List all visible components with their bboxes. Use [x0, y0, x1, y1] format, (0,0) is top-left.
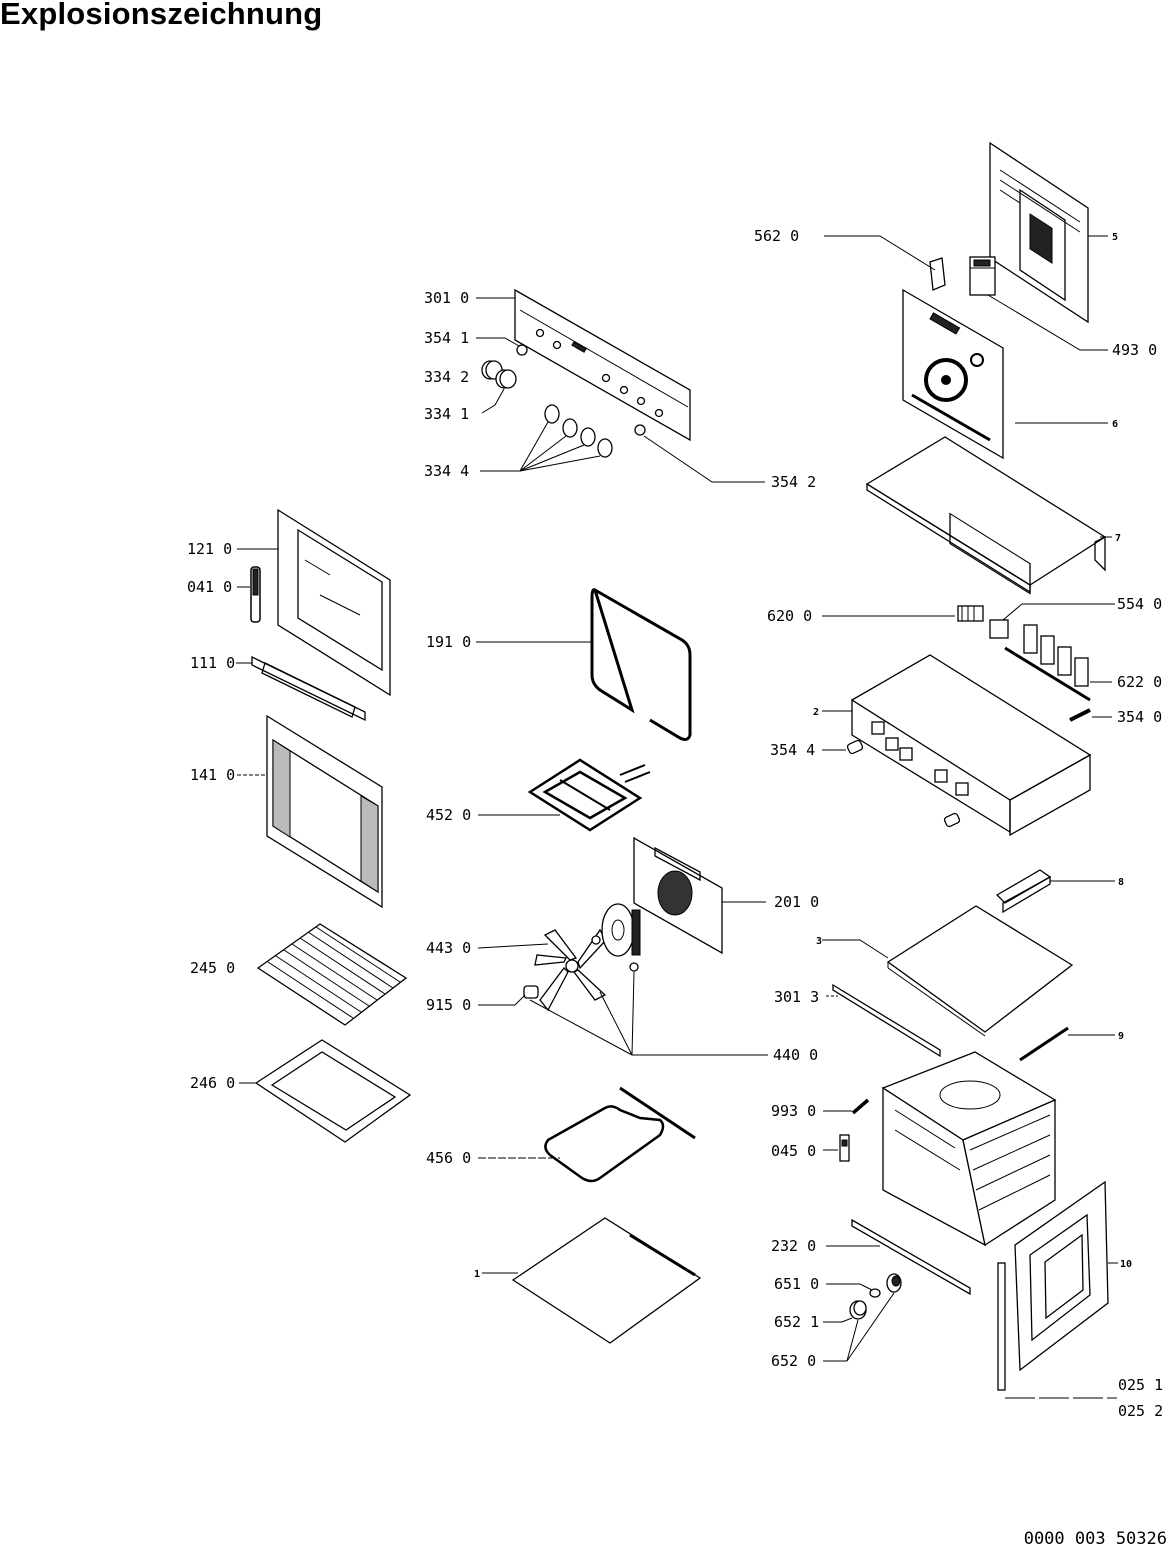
- callout-354-4: 354 4: [770, 741, 815, 759]
- callout-354-0: 354 0: [1117, 708, 1162, 726]
- callout-141-0: 141 0: [190, 766, 235, 784]
- callout-354-2: 354 2: [771, 473, 816, 491]
- part-lamp-cover-652-1: [849, 1300, 867, 1320]
- part-baking-tray: [254, 1039, 412, 1143]
- callout-493-0: 493 0: [1112, 341, 1157, 359]
- part-switch-620: [957, 605, 984, 622]
- part-front-rail: [851, 1218, 971, 1296]
- callout-232-0: 232 0: [771, 1237, 816, 1255]
- callout-554-0: 554 0: [1117, 595, 1162, 613]
- callout-456-0: 456 0: [426, 1149, 471, 1167]
- callout-6: 6: [1112, 419, 1118, 430]
- part-knobs-334-4: [544, 404, 613, 458]
- callout-334-1: 334 1: [424, 405, 469, 423]
- callout-191-0: 191 0: [426, 633, 471, 651]
- part-side-panel: [1014, 1180, 1109, 1372]
- part-screw-993: [851, 1098, 870, 1115]
- callout-652-1: 652 1: [774, 1313, 819, 1331]
- part-door-frame: [277, 508, 391, 697]
- callout-1: 1: [474, 1269, 480, 1280]
- part-fan-cover: [633, 836, 723, 955]
- part-top-cover: [865, 436, 1107, 595]
- part-back-plate: [902, 288, 1004, 460]
- callout-045-0: 045 0: [771, 1142, 816, 1160]
- part-rail-8: [995, 869, 1052, 914]
- part-lamp-651: [869, 1288, 881, 1298]
- callout-121-0: 121 0: [187, 540, 232, 558]
- callout-651-0: 651 0: [774, 1275, 819, 1293]
- part-screw-354-4: [846, 739, 961, 828]
- part-door-glass: [266, 714, 383, 909]
- callout-334-4: 334 4: [424, 462, 469, 480]
- callout-301-3: 301 3: [774, 988, 819, 1006]
- callout-246-0: 246 0: [190, 1074, 235, 1092]
- part-rail-301-3: [832, 983, 941, 1058]
- callout-111-0: 111 0: [190, 654, 235, 672]
- callout-5: 5: [1112, 232, 1118, 243]
- callout-10: 10: [1120, 1259, 1132, 1270]
- callout-452-0: 452 0: [426, 806, 471, 824]
- part-lamp-354-2: [634, 424, 646, 436]
- part-motor-493: [969, 256, 996, 296]
- callout-443-0: 443 0: [426, 939, 471, 957]
- callout-915-0: 915 0: [426, 996, 471, 1014]
- callout-2: 2: [813, 707, 819, 718]
- part-lamp-354-1: [516, 344, 528, 356]
- callout-620-0: 620 0: [767, 607, 812, 625]
- part-rear-cover: [989, 141, 1089, 324]
- part-hinge-rail: [997, 1262, 1006, 1391]
- part-plate-3: [886, 905, 1074, 1037]
- part-nut-915: [523, 985, 539, 999]
- part-fan-motor: [591, 903, 641, 972]
- callout-025-2: 025 2: [1118, 1402, 1163, 1420]
- callout-245-0: 245 0: [190, 959, 235, 977]
- callout-201-0: 201 0: [774, 893, 819, 911]
- callout-334-2: 334 2: [424, 368, 469, 386]
- part-control-panel: [514, 288, 691, 442]
- part-door-seal: [590, 588, 692, 741]
- part-wire-rack: [256, 923, 408, 1026]
- document-number: 0000 003 50326: [1023, 1529, 1167, 1549]
- callout-993-0: 993 0: [771, 1102, 816, 1120]
- part-handle-111: [251, 655, 366, 722]
- callout-652-0: 652 0: [771, 1352, 816, 1370]
- callout-041-0: 041 0: [187, 578, 232, 596]
- callout-7: 7: [1115, 533, 1121, 544]
- part-lamp-holder: [886, 1273, 902, 1293]
- callout-9: 9: [1118, 1031, 1124, 1042]
- page-title: Explosionszeichnung: [0, 0, 323, 31]
- part-bracket-562: [929, 257, 946, 291]
- callout-562-0: 562 0: [754, 227, 799, 245]
- callout-3: 3: [816, 936, 822, 947]
- part-bottom-element: [544, 1086, 696, 1183]
- callout-8: 8: [1118, 877, 1124, 888]
- part-bottom-plate: [511, 1217, 702, 1344]
- part-oven-cavity: [881, 1051, 1057, 1247]
- part-grill-element: [527, 758, 651, 832]
- part-thermostat-554: [989, 619, 1009, 639]
- callout-440-0: 440 0: [773, 1046, 818, 1064]
- callout-025-1: 025 1: [1118, 1376, 1163, 1394]
- part-knob-334-1: [495, 369, 517, 389]
- part-switches-622: [1004, 624, 1091, 702]
- callout-301-0: 301 0: [424, 289, 469, 307]
- part-clip-045: [839, 1134, 850, 1162]
- callout-354-1: 354 1: [424, 329, 469, 347]
- part-fan-blade: [534, 928, 607, 1012]
- part-control-box: [850, 654, 1092, 837]
- part-pin-354-0: [1069, 708, 1091, 722]
- callout-622-0: 622 0: [1117, 673, 1162, 691]
- part-hinge-041: [250, 566, 261, 623]
- part-rod-9: [1019, 1026, 1069, 1062]
